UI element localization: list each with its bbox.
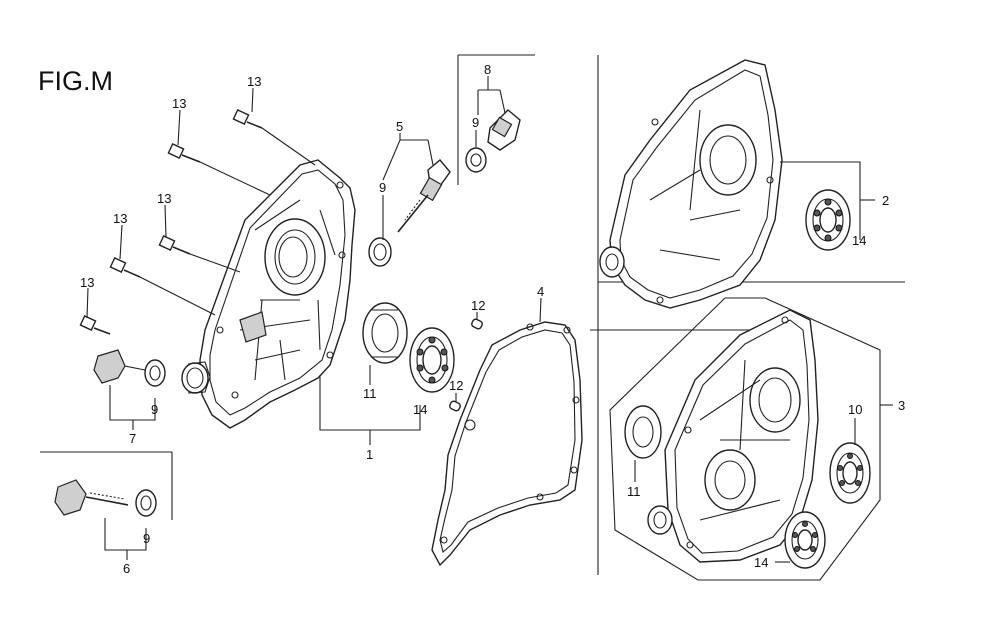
crankcase-cover-type-3 bbox=[664, 309, 819, 563]
flange-bolts bbox=[79, 109, 316, 335]
ball-bearing-type-3-lower bbox=[784, 511, 826, 569]
callout-4: 4 bbox=[537, 284, 544, 299]
callout-6: 6 bbox=[123, 561, 130, 576]
callout-12: 12 bbox=[449, 378, 463, 393]
callout-9: 9 bbox=[472, 115, 479, 130]
flange-bolt bbox=[158, 235, 241, 273]
flange-bolt bbox=[167, 143, 271, 196]
o-ring-washer bbox=[368, 237, 392, 267]
crankcase-cover-type-2 bbox=[599, 59, 783, 309]
callout-1: 1 bbox=[366, 447, 373, 462]
callout-5: 5 bbox=[396, 119, 403, 134]
callout-9: 9 bbox=[379, 180, 386, 195]
drain-plug-7 bbox=[93, 349, 166, 387]
callout-labels: 13 13 13 13 13 5 9 8 9 12 4 12 11 14 1 9… bbox=[80, 62, 905, 576]
callout-7: 7 bbox=[129, 431, 136, 446]
flange-bolt bbox=[109, 257, 216, 316]
callout-10: 10 bbox=[848, 402, 862, 417]
oil-level-gauge bbox=[397, 159, 451, 233]
callout-14: 14 bbox=[413, 402, 427, 417]
ball-bearing-type-3-upper bbox=[829, 442, 871, 504]
callout-8: 8 bbox=[484, 62, 491, 77]
callout-13: 13 bbox=[247, 74, 261, 89]
callout-13: 13 bbox=[80, 275, 94, 290]
callout-13: 13 bbox=[157, 191, 171, 206]
flange-bolt bbox=[79, 315, 111, 335]
crankcase-cover-main bbox=[199, 159, 356, 429]
callout-13: 13 bbox=[113, 211, 127, 226]
callout-9: 9 bbox=[151, 402, 158, 417]
gasket bbox=[431, 321, 583, 567]
oil-filler-cap-8 bbox=[465, 109, 521, 173]
dowel-pins bbox=[449, 318, 483, 412]
callout-9: 9 bbox=[143, 531, 150, 546]
flange-bolt bbox=[232, 109, 263, 129]
callout-2: 2 bbox=[882, 193, 889, 208]
oil-seal bbox=[362, 302, 408, 364]
callout-14: 14 bbox=[754, 555, 768, 570]
callout-13: 13 bbox=[172, 96, 186, 111]
callout-11: 11 bbox=[363, 386, 377, 401]
figure-title: FIG.M bbox=[38, 66, 113, 96]
drain-plug-6 bbox=[54, 479, 157, 517]
callout-14: 14 bbox=[852, 233, 866, 248]
oil-seal-main-cover bbox=[181, 361, 211, 394]
callout-3: 3 bbox=[898, 398, 905, 413]
callout-11: 11 bbox=[627, 484, 641, 499]
oil-seal-type-3 bbox=[624, 405, 673, 535]
crankcase-cover-type-3-outline bbox=[609, 297, 881, 581]
ball-bearing bbox=[409, 327, 455, 393]
ball-bearing-type-2 bbox=[805, 189, 851, 251]
callout-12: 12 bbox=[471, 298, 485, 313]
leader-lines bbox=[86, 76, 893, 563]
